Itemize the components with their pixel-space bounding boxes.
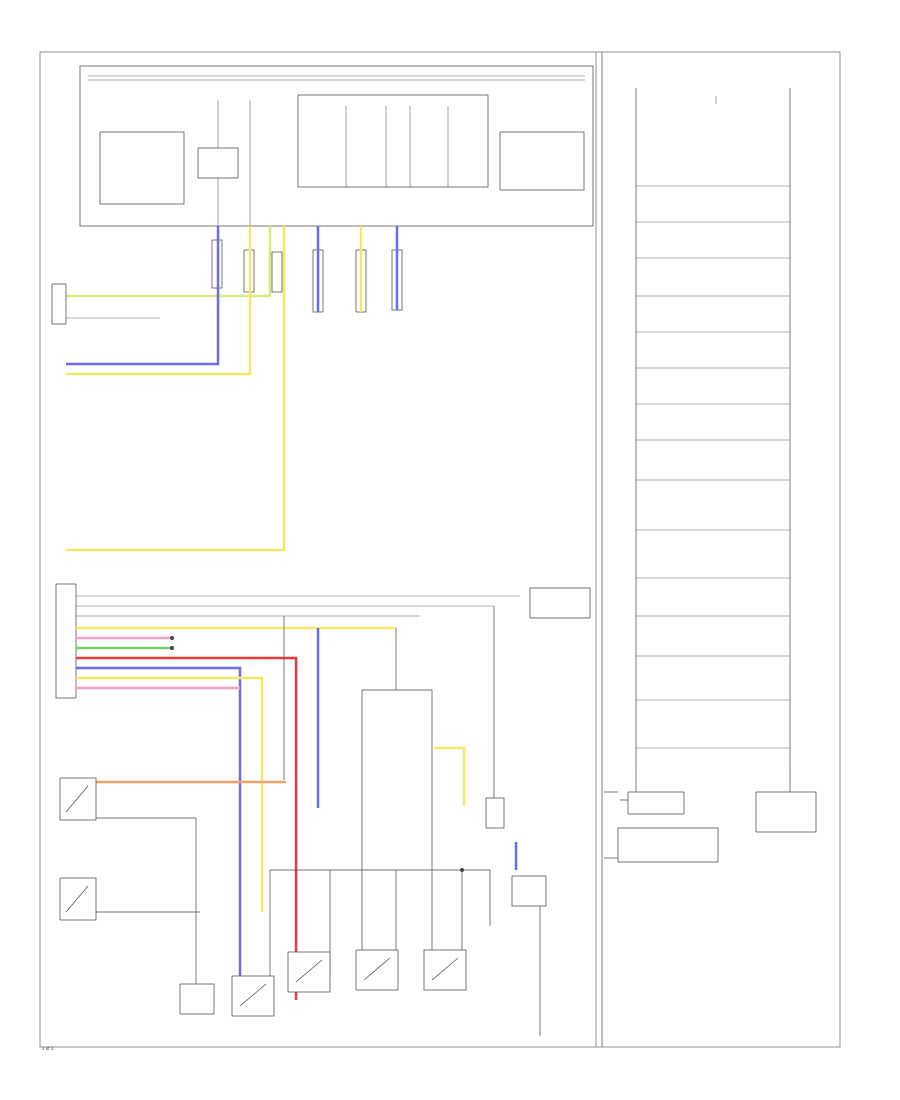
switch-symbol xyxy=(231,975,275,1017)
connector-symbol xyxy=(617,827,719,863)
connector-symbol xyxy=(755,791,817,833)
module-box-left xyxy=(99,131,185,205)
wires-top xyxy=(66,226,399,552)
wire-yellow-e xyxy=(434,746,466,806)
left-connector-block xyxy=(55,583,520,699)
wire-yellow-a xyxy=(66,226,252,376)
module-box-right xyxy=(499,131,585,191)
wire-yellow-green-a xyxy=(66,226,272,298)
switch-symbol xyxy=(287,951,331,993)
junction-dot xyxy=(170,636,174,640)
wire-blue-a xyxy=(66,226,220,366)
junction-dot xyxy=(460,868,464,872)
wires-harness xyxy=(76,626,518,1000)
module-center-block xyxy=(297,94,489,188)
switches xyxy=(59,587,591,1017)
connector-symbol xyxy=(485,797,505,829)
top-module-connectors xyxy=(211,239,403,313)
switch-symbol xyxy=(59,877,97,921)
indicator-ladder xyxy=(604,88,817,863)
diagram-frame-right xyxy=(601,51,841,1048)
junction-dot xyxy=(170,646,174,650)
top-module xyxy=(79,65,594,227)
switch-symbol xyxy=(355,949,399,991)
wire-red-a xyxy=(76,656,298,1000)
wire-yellow-d xyxy=(76,676,264,912)
footer-page: 1 of 2 xyxy=(42,1046,54,1051)
wire-yellow-long xyxy=(66,226,286,552)
left-connector-top xyxy=(51,283,216,346)
connector-symbol xyxy=(627,791,685,815)
switch-symbol xyxy=(423,949,467,991)
connector-symbol xyxy=(511,875,547,907)
wire-blue-d xyxy=(76,666,242,978)
switch-symbol xyxy=(179,983,215,1015)
module-small-box xyxy=(197,147,239,179)
switch-symbol xyxy=(59,777,97,821)
connector-symbol xyxy=(529,587,591,619)
